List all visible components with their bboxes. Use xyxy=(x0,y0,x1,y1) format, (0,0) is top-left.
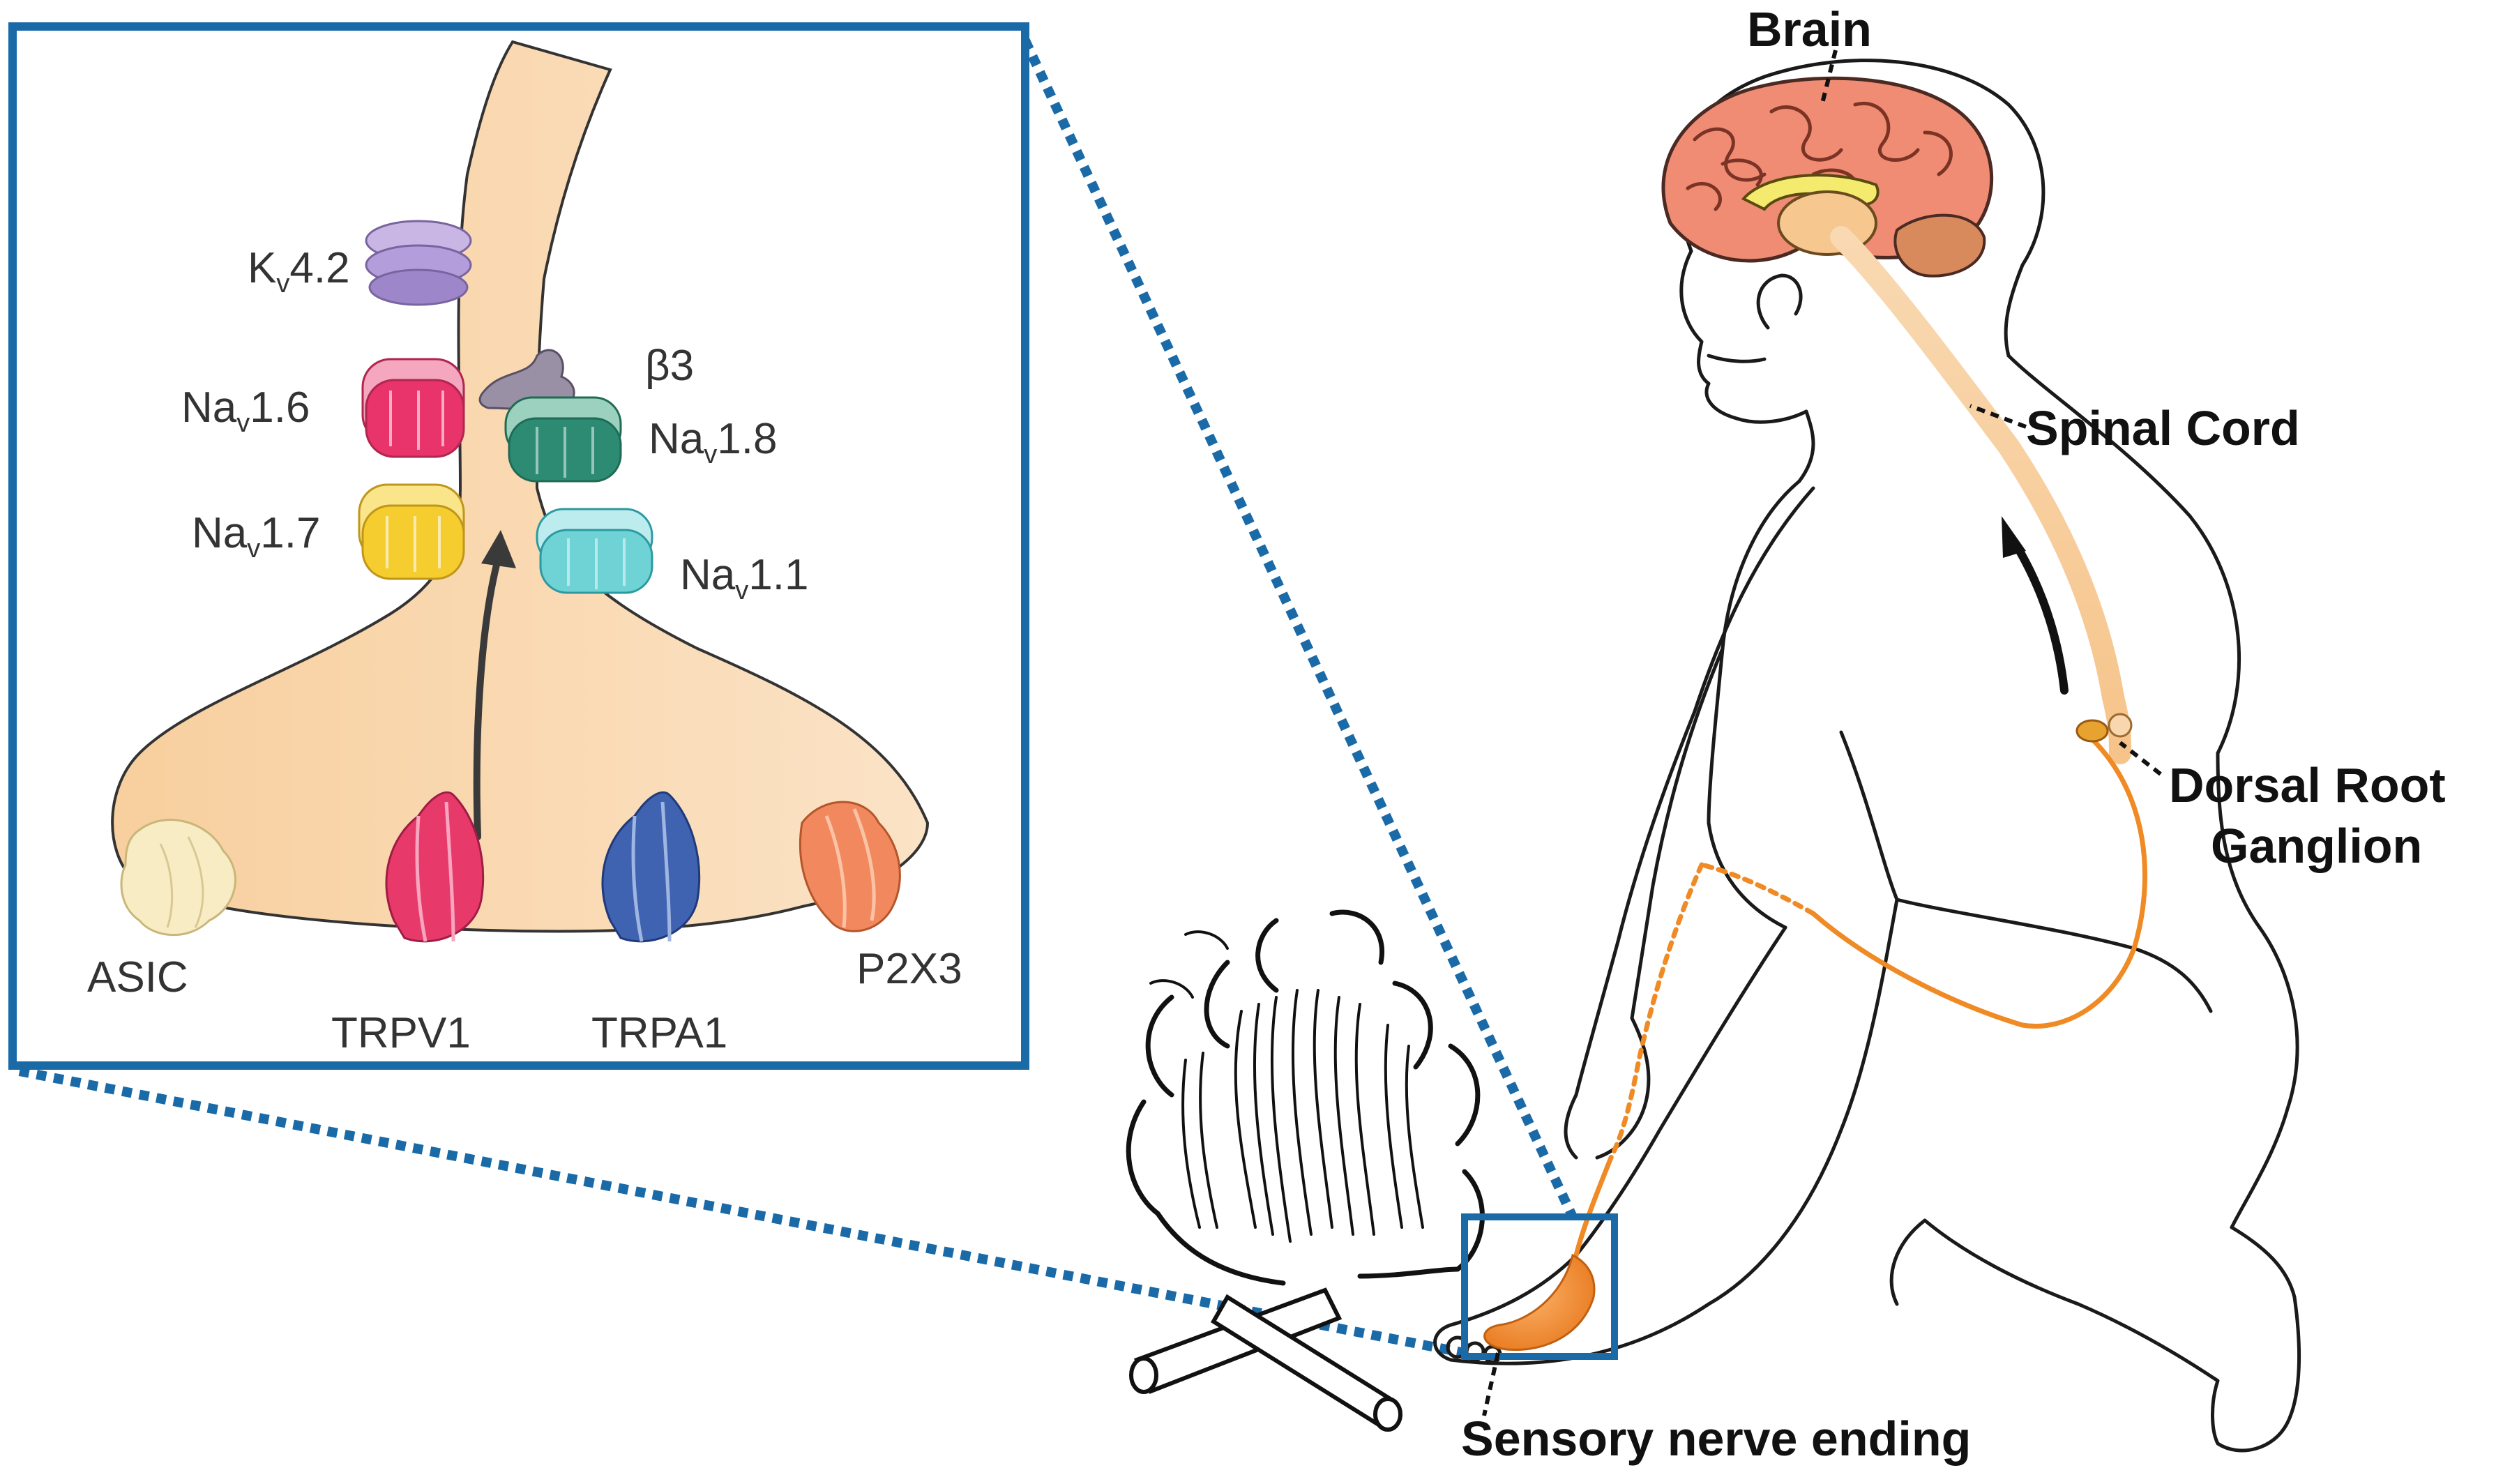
zoom-box xyxy=(1461,1213,1618,1360)
p2x3-receptor-icon xyxy=(799,801,901,932)
nav1-8-channel-icon xyxy=(504,396,622,483)
asic-label: ASIC xyxy=(87,953,188,1001)
sensory-nerve xyxy=(1573,736,2148,1258)
p2x3-label: P2X3 xyxy=(856,945,962,993)
sensory-nerve-ending-label: Sensory nerve ending xyxy=(1461,1411,1971,1466)
ascending-signal-arrow xyxy=(2002,516,2069,695)
campfire xyxy=(1126,909,1485,1432)
beta3-subunit-icon xyxy=(478,349,575,411)
kv4-2-label: Kv4.2 xyxy=(248,244,350,298)
sensory-nerve-ending xyxy=(1483,1253,1596,1352)
spinal-cord-label: Spinal Cord xyxy=(2026,401,2300,455)
brain-label: Brain xyxy=(1747,2,1872,56)
signal-arrow xyxy=(473,530,516,840)
drg-label-line2: Ganglion xyxy=(2211,819,2422,873)
nav1-1-label: Nav1.1 xyxy=(680,551,808,605)
beta3-label: β3 xyxy=(645,342,694,390)
trpa1-receptor-icon xyxy=(601,791,701,943)
dorsal-root-ganglion xyxy=(2075,713,2133,743)
nav1-6-label: Nav1.6 xyxy=(181,384,310,438)
nav1-7-channel-icon xyxy=(358,483,465,580)
nav1-8-label: Nav1.8 xyxy=(649,415,777,469)
nav1-6-channel-icon xyxy=(361,358,465,458)
nav1-7-label: Nav1.7 xyxy=(192,509,320,563)
nav1-1-channel-icon xyxy=(536,508,653,594)
drg-label-line1: Dorsal Root xyxy=(2169,758,2446,812)
leader-lines xyxy=(1482,50,2162,1416)
brain-illustration xyxy=(1661,76,1994,278)
trpa1-label: TRPA1 xyxy=(591,1009,727,1057)
trpv1-label: TRPV1 xyxy=(331,1009,471,1057)
kv4-2-channel-icon xyxy=(365,220,472,306)
inset-panel: Kv4.2 Nav1.6 Nav1.7 Nav1.8 Nav1.1 β3 ASI… xyxy=(8,22,1029,1070)
trpv1-receptor-icon xyxy=(385,791,485,943)
spinal-cord xyxy=(1830,226,2131,764)
asic-receptor-icon xyxy=(120,819,236,937)
